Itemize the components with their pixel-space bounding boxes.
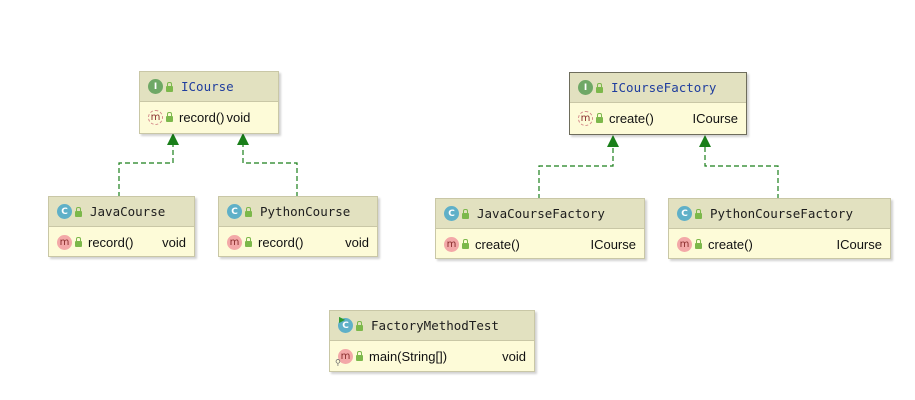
class-header: C JavaCourseFactory: [436, 199, 644, 229]
arrowhead-icourse-right: [237, 133, 249, 145]
class-name: ICourseFactory: [611, 80, 717, 95]
class-icoursefactory[interactable]: I ICourseFactory m create() ICourse: [569, 72, 747, 135]
method-row[interactable]: m record() void: [49, 227, 194, 257]
public-lock-icon: [596, 113, 603, 123]
arrowhead-icoursefactory-left: [607, 135, 619, 147]
method-row[interactable]: m create() ICourse: [570, 103, 746, 133]
class-pythoncourse[interactable]: C PythonCourse m record() void: [218, 196, 378, 257]
class-name: JavaCourseFactory: [477, 206, 605, 221]
class-header: C PythonCourseFactory: [669, 199, 890, 229]
method-row[interactable]: m create() ICourse: [436, 229, 644, 259]
class-factorymethodtest[interactable]: C ▶ FactoryMethodTest m ⚲ main(String[])…: [329, 310, 535, 372]
edge-javacoursefactory-icoursefactory[interactable]: [538, 143, 614, 199]
public-lock-icon: [695, 239, 702, 249]
arrowhead-icourse-left: [167, 133, 179, 145]
class-name: ICourse: [181, 79, 234, 94]
method-return-type: void: [226, 109, 251, 125]
class-header: C ▶ FactoryMethodTest: [330, 311, 534, 341]
public-lock-icon: [75, 237, 82, 247]
method-name: record(): [258, 234, 304, 250]
public-lock-icon: [245, 237, 252, 247]
method-icon: m: [338, 348, 353, 364]
public-lock-icon: [462, 239, 469, 249]
abstract-method-icon: m: [578, 110, 593, 126]
method-row[interactable]: m record() void: [219, 227, 377, 257]
public-lock-icon: [596, 82, 603, 93]
method-icon: m: [227, 234, 242, 250]
method-name: create(): [609, 110, 654, 126]
static-key-icon: ⚲: [335, 358, 341, 367]
method-row[interactable]: m create() ICourse: [669, 229, 890, 259]
class-icon: C: [677, 206, 692, 221]
class-name: PythonCourse: [260, 204, 351, 219]
method-return-type: void: [162, 234, 186, 250]
method-return-type: void: [502, 348, 526, 364]
method-name: record(): [179, 109, 225, 125]
class-icon: C: [444, 206, 459, 221]
class-pythoncoursefactory[interactable]: C PythonCourseFactory m create() ICourse: [668, 198, 891, 259]
method-row[interactable]: m ⚲ main(String[]) void: [330, 341, 534, 371]
method-return-type: ICourse: [836, 236, 882, 252]
class-name: JavaCourse: [90, 204, 166, 219]
class-header: C PythonCourse: [219, 197, 377, 227]
run-config-icon: ▶: [339, 315, 346, 324]
public-lock-icon: [166, 112, 173, 122]
class-javacourse[interactable]: C JavaCourse m record() void: [48, 196, 195, 257]
arrowhead-icoursefactory-right: [699, 135, 711, 147]
method-icon: m: [677, 236, 692, 252]
edge-javacourse-icourse[interactable]: [118, 141, 174, 197]
method-return-type: void: [345, 234, 369, 250]
method-name: record(): [88, 234, 134, 250]
class-name: FactoryMethodTest: [371, 318, 499, 333]
class-icon: C: [338, 318, 353, 333]
class-header: I ICourseFactory: [570, 73, 746, 103]
method-name: create(): [708, 236, 753, 252]
interface-icon: I: [578, 80, 593, 95]
method-row[interactable]: m record() void: [140, 102, 278, 132]
abstract-method-icon: m: [148, 109, 163, 125]
class-icon: C: [57, 204, 72, 219]
class-header: C JavaCourse: [49, 197, 194, 227]
method-icon: m: [57, 234, 72, 250]
public-lock-icon: [245, 206, 252, 217]
public-lock-icon: [356, 351, 363, 361]
public-lock-icon: [462, 208, 469, 219]
method-name: main(String[]): [369, 348, 448, 364]
class-icon: C: [227, 204, 242, 219]
class-header: I ICourse: [140, 72, 278, 102]
class-javacoursefactory[interactable]: C JavaCourseFactory m create() ICourse: [435, 198, 645, 259]
class-name: PythonCourseFactory: [710, 206, 853, 221]
public-lock-icon: [695, 208, 702, 219]
method-icon: m: [444, 236, 459, 252]
interface-icon: I: [148, 79, 163, 94]
method-name: create(): [475, 236, 520, 252]
edge-pythoncourse-icourse[interactable]: [242, 141, 298, 197]
public-lock-icon: [166, 81, 173, 92]
public-lock-icon: [75, 206, 82, 217]
edge-pythoncoursefactory-icoursefactory[interactable]: [704, 143, 779, 199]
method-return-type: ICourse: [692, 110, 738, 126]
method-return-type: ICourse: [590, 236, 636, 252]
class-icourse[interactable]: I ICourse m record() void: [139, 71, 279, 134]
public-lock-icon: [356, 320, 363, 331]
